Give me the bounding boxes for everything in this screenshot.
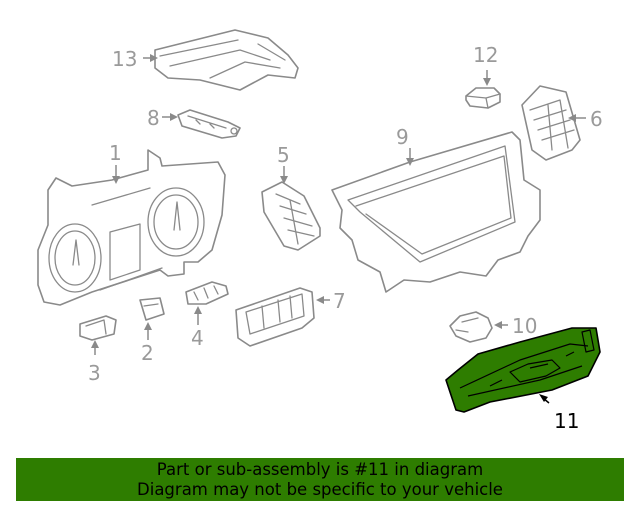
- part-13-module: [154, 29, 299, 91]
- arrow-4: [194, 306, 202, 314]
- callout-12: 12: [473, 43, 498, 67]
- parts-diagram: 13 8 12 6 1 5: [37, 29, 603, 433]
- part-7-control-panel: [235, 287, 315, 347]
- callout-3: 3: [88, 361, 101, 385]
- arrow-10: [494, 321, 502, 329]
- info-banner: Part or sub-assembly is #11 in diagram D…: [16, 458, 624, 501]
- part-5-switch-pack: [261, 181, 321, 251]
- banner-line-2: Diagram may not be specific to your vehi…: [137, 480, 503, 499]
- callout-11: 11: [554, 409, 579, 433]
- arrow-3: [91, 340, 99, 348]
- part-8-connector: [177, 109, 241, 139]
- part-11-highlighted-assembly: [445, 327, 601, 413]
- callout-2: 2: [141, 341, 154, 365]
- callout-4: 4: [191, 326, 204, 350]
- arrow-2: [144, 322, 152, 330]
- callout-5: 5: [277, 143, 290, 167]
- callout-9: 9: [396, 125, 409, 149]
- arrow-8: [170, 113, 178, 121]
- part-9-display: [331, 131, 541, 293]
- callout-13: 13: [112, 47, 137, 71]
- arrow-13: [150, 54, 158, 62]
- arrow-11: [539, 394, 548, 402]
- part-10-clip: [449, 311, 493, 343]
- arrow-6: [568, 114, 576, 122]
- arrow-7: [316, 296, 324, 304]
- arrow-12: [483, 78, 491, 86]
- part-2-sensor: [139, 297, 165, 321]
- part-6-switch: [521, 85, 581, 161]
- banner-line-1: Part or sub-assembly is #11 in diagram: [156, 460, 484, 479]
- callout-10: 10: [512, 314, 537, 338]
- arrow-9: [406, 158, 414, 166]
- part-12-clip: [465, 87, 501, 109]
- part-4-switch: [185, 281, 229, 305]
- arrow-5: [280, 176, 288, 184]
- part-3-module: [79, 315, 117, 341]
- callout-8: 8: [147, 106, 160, 130]
- callout-7: 7: [333, 289, 346, 313]
- callout-1: 1: [109, 141, 122, 165]
- callout-6: 6: [590, 107, 603, 131]
- arrow-1: [112, 176, 120, 184]
- part-1-instrument-cluster: [37, 149, 226, 306]
